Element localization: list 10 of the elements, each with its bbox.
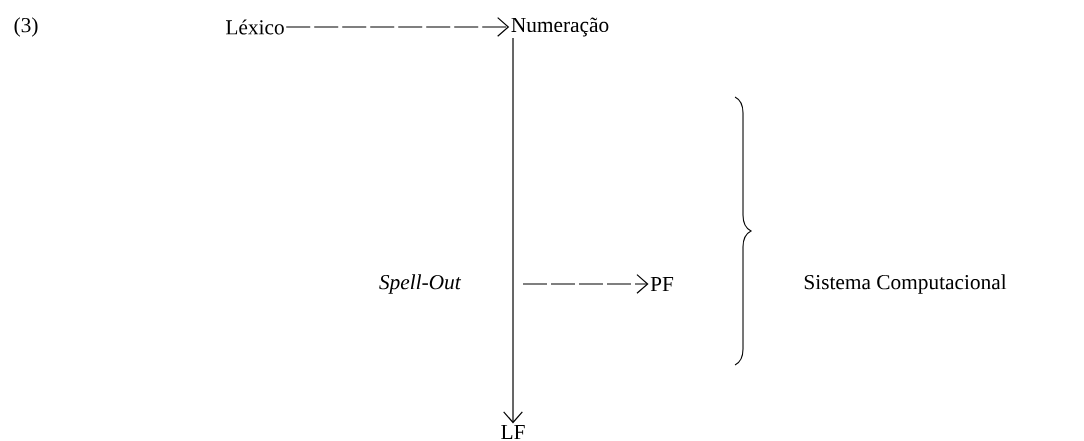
term-text: Numeração xyxy=(511,17,609,37)
label-text: (3) xyxy=(14,17,38,37)
term-text: LF xyxy=(501,425,525,439)
arrow xyxy=(522,274,649,294)
term-text: PF xyxy=(650,277,674,291)
label-text: Sistema Computacional xyxy=(804,274,1007,294)
label-text: Spell-Out xyxy=(379,274,462,294)
arrow xyxy=(503,37,523,424)
term-text: Léxico xyxy=(226,19,284,35)
arrow xyxy=(285,17,510,37)
